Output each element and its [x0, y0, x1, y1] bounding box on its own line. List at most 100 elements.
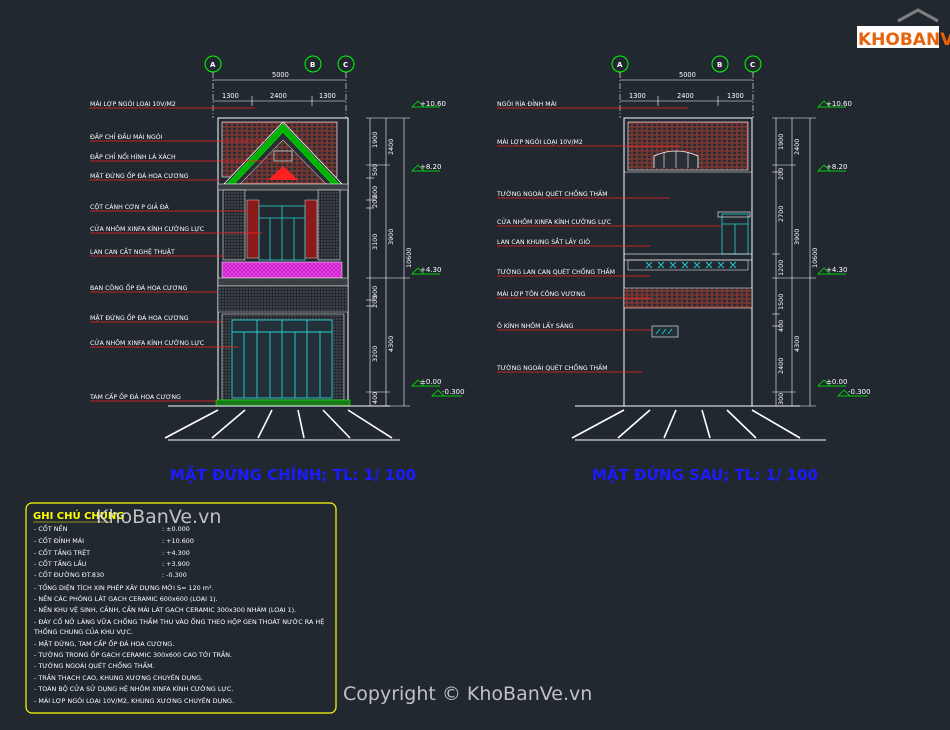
front-dim-inner-6: 200: [371, 296, 379, 308]
rear-level-4: -0.300: [848, 388, 871, 396]
front-dim-inner-0: 1900: [371, 132, 379, 148]
axis-a-label: A: [210, 61, 216, 69]
rear-dim-inner-2: 2700: [777, 206, 785, 222]
khobanve-logo: KHOBANVE: [857, 8, 950, 50]
dim-b: 2400: [270, 92, 287, 100]
front-label-3: MẶT ĐỨNG ỐP ĐÁ HOA CƯƠNG: [90, 170, 189, 180]
front-label-7: BAN CÔNG ỐP ĐÁ HOA CƯƠNG: [90, 282, 188, 292]
rear-small-window: [651, 325, 679, 338]
rear-label-0: NGÓI RÌA ĐỈNH MÁI: [497, 99, 557, 108]
front-dim-inner-1: 500: [371, 164, 379, 176]
cornice: [217, 183, 349, 191]
rear-title: MẶT ĐỨNG SAU; TL: 1/ 100: [592, 464, 818, 484]
rear-axis-b-circle: [711, 55, 729, 73]
axis-b-label: B: [310, 61, 315, 69]
rear-label-6: MÁI LỢP TÔN CÔNG VƯƠNG: [497, 289, 586, 298]
rear-dim-inner-5: 400: [777, 320, 785, 332]
rear-level-markers: [817, 100, 868, 397]
front-dim-inner-5: 900: [371, 286, 379, 298]
rear-upper-window: [721, 213, 749, 255]
notes-border: [25, 502, 337, 714]
front-dim-inner-7: 3200: [371, 346, 379, 362]
rear-axis-b-label: B: [717, 61, 722, 69]
note-key-2: - CỐT TẦNG TRỆT: [34, 547, 90, 557]
general-notes-panel: GHI CHÚ CHUNG - CỐT NỀN : ±0.000 - CỐT Đ…: [25, 502, 337, 714]
note-val-1: : +10.600: [162, 537, 194, 545]
rear-labels: NGÓI RÌA ĐỈNH MÁI MÁI LỢP NGÓI LOẠI 10V/…: [496, 99, 615, 372]
note-line-8: - TRẦN THẠCH CAO, KHUNG XƯƠNG CHUYÊN DỤN…: [34, 672, 203, 682]
rear-dim-chains: [772, 117, 816, 407]
rear-axis-a-label: A: [617, 61, 623, 69]
front-dim-inner-2: 800: [371, 186, 379, 198]
rear-level-3: ±0.00: [826, 378, 847, 386]
rear-label-7: Ô KÍNH NHÔM LẤY SÁNG: [497, 320, 574, 330]
front-label-2: ĐẮP CHỈ NỔI HÌNH LÁ XÁCH: [90, 151, 176, 161]
dim-c: 1300: [319, 92, 336, 100]
rear-label-4: LAN CAN KHUNG SẮT LẤY GIÓ: [497, 236, 590, 246]
front-label-1: ĐẮP CHỈ ĐẦU MÁI NGÓI: [90, 131, 163, 141]
column-left: [246, 199, 260, 259]
note-val-0: : ±0.000: [162, 525, 190, 533]
note-key-0: - CỐT NỀN: [34, 523, 68, 533]
left-pier: [222, 189, 246, 261]
right-pier: [317, 189, 341, 261]
rear-dim-inner-4: 1500: [777, 294, 785, 310]
note-line-3: - ĐÁY CỐ NỞ LÀNG VỮA CHỐNG THẤM THU VÀO …: [34, 616, 324, 626]
rear-elevation: A B C 5000 1300 2400 1300: [496, 55, 871, 484]
rear-axis-c-label: C: [750, 61, 755, 69]
rear-label-5: TƯỜNG LAN CAN QUÉT CHỐNG THẤM: [496, 266, 615, 276]
note-key-4: - CỐT ĐƯỜNG ĐT.830: [34, 569, 104, 579]
front-dim-outer: 10600: [405, 248, 413, 268]
rear-level-1: +8.20: [826, 163, 847, 171]
front-level-0: +10.60: [420, 100, 446, 108]
rear-dim-inner-6: 2400: [777, 358, 785, 374]
note-line-2: - NỀN KHU VỆ SINH, CẦNH, CẦN MÁI LÁT GẠC…: [34, 604, 296, 614]
rear-label-3: CỬA NHÔM XINFA KÍNH CƯỜNG LỰC: [497, 217, 611, 226]
note-line-0: - TỔNG DIỆN TÍCH XIN PHÉP XÂY DỰNG MỚI S…: [34, 582, 214, 592]
rear-dim-a: 1300: [629, 92, 646, 100]
rear-leader-lines: [497, 107, 722, 373]
note-line-1: - NỀN CÁC PHÒNG LÁT GẠCH CERAMIC 600x600…: [34, 593, 218, 603]
ground-stone-band: [217, 285, 349, 313]
notes-title: GHI CHÚ CHUNG: [33, 509, 125, 522]
front-labels: MÁI LỢP NGÓI LOẠI 10V/M2 ĐẮP CHỈ ĐẦU MÁI…: [89, 99, 204, 401]
watermark-bottom: Copyright © KhoBanVe.vn: [343, 683, 592, 705]
gable-vent: [273, 150, 293, 162]
front-dim-inner-4: 3100: [371, 234, 379, 250]
front-dim-mid-1: 3900: [387, 229, 395, 245]
rear-dim-inner-0: 1900: [777, 134, 785, 150]
gable-ornament: [268, 166, 298, 180]
front-label-8: MẶT ĐỨNG ỐP ĐÁ HOA CƯƠNG: [90, 312, 189, 322]
axis-b-circle: [304, 55, 322, 73]
front-label-4: CỘT CÁNH CƠN P GIẢ ĐÁ: [90, 202, 170, 211]
rear-dim-outer: 10600: [811, 248, 819, 268]
front-steps: [215, 399, 351, 407]
front-label-10: TAM CẤP ỐP ĐÁ HOA CƯƠNG: [89, 391, 181, 401]
rear-balcony-slab: [623, 253, 753, 261]
rear-level-0: +10.60: [826, 100, 852, 108]
note-val-3: : +3.900: [162, 560, 190, 568]
rear-dim-b: 2400: [677, 92, 694, 100]
watermark-top: KhoBanVe.vn: [96, 506, 221, 528]
front-dim-mid-0: 2400: [387, 139, 395, 155]
rear-railing: [627, 259, 749, 271]
front-label-5: CỬA NHÔM XINFA KÍNH CƯỜNG LỰC: [90, 224, 204, 233]
front-axis-markers: [204, 55, 355, 73]
front-label-6: LAN CAN CẮT NGHỆ THUẬT: [90, 246, 175, 256]
rear-dim-mid-1: 3900: [793, 229, 801, 245]
note-key-1: - CỐT ĐỈNH MÁI: [34, 535, 84, 545]
front-leader-lines: [90, 107, 265, 402]
dim-a: 1300: [222, 92, 239, 100]
front-level-2: +4.30: [420, 266, 441, 274]
column-right: [304, 199, 318, 259]
front-balcony-railing: [221, 261, 343, 279]
rear-ground-lines: [571, 405, 826, 441]
rear-dim-inner-1: 200: [777, 168, 785, 180]
upper-window: [258, 205, 306, 261]
front-dim-inner-3: 200: [371, 196, 379, 208]
rear-label-8: TƯỜNG NGOÀI QUÉT CHỐNG THẤM: [496, 362, 608, 372]
note-val-2: : +4.300: [162, 549, 190, 557]
front-level-3: ±0.00: [420, 378, 441, 386]
front-dim-inner-8: 400: [371, 392, 379, 404]
